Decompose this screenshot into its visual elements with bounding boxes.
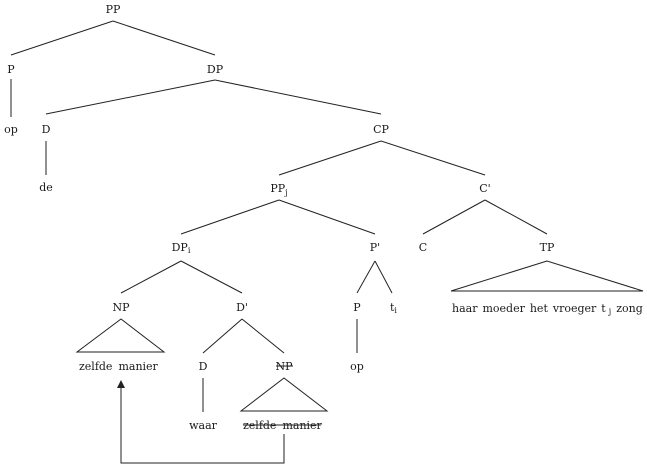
- node-dp-i-base: DP: [172, 241, 189, 254]
- node-d-top: D: [42, 123, 51, 136]
- edge-dbar-d: [202, 318, 243, 354]
- node-p-bar: P': [370, 241, 380, 254]
- edge-pp-p: [10, 20, 114, 56]
- edge-dp-d: [45, 79, 216, 115]
- tp-trace-t: t: [601, 302, 606, 315]
- np-left-triangle: [75, 318, 166, 353]
- node-d-low: D: [199, 360, 208, 373]
- edge-cbar-tp: [484, 199, 548, 235]
- edge-pbar-ti: [374, 260, 393, 294]
- node-pp-j-subscript: j: [284, 188, 287, 197]
- node-p-top: P: [7, 63, 15, 76]
- node-cp: CP: [373, 123, 389, 136]
- node-np-left: NP: [112, 301, 130, 314]
- leaf-de: de: [39, 181, 53, 194]
- np-left-word-manier: manier: [118, 360, 158, 373]
- node-d-bar: D': [236, 301, 248, 314]
- edge-dp-cp: [214, 79, 382, 115]
- trace-i-base: t: [390, 301, 395, 314]
- node-dp-i: DPi: [172, 241, 191, 255]
- tp-word-zong: zong: [616, 302, 643, 315]
- np-deleted-triangle: [239, 377, 329, 412]
- node-dp-i-subscript: i: [188, 246, 191, 255]
- np-left-word-zelfde: zelfde: [79, 360, 112, 373]
- edge-dbar-np: [241, 318, 285, 354]
- tp-word-vroeger: vroeger: [552, 302, 597, 315]
- tp-word-moeder: moeder: [482, 302, 525, 315]
- tp-trace-subscript: j: [608, 307, 611, 316]
- tp-word-het: het: [530, 302, 549, 315]
- leaf-waar: waar: [189, 419, 218, 432]
- edge-dpi-np: [120, 260, 182, 294]
- np-left-yield: zelfde manier: [79, 360, 159, 373]
- edge-cp-ppj: [278, 140, 382, 176]
- node-pp-j: PPj: [270, 182, 287, 197]
- node-pp-root: PP: [106, 3, 121, 16]
- tp-word-haar: haar: [452, 302, 478, 315]
- tp-triangle: [450, 260, 644, 292]
- node-c: C: [419, 241, 427, 254]
- node-c-bar: C': [479, 182, 490, 195]
- movement-arrow: [117, 380, 285, 464]
- trace-i: ti: [390, 301, 397, 315]
- edge-ppj-pbar: [278, 199, 376, 235]
- edge-cbar-c: [422, 199, 486, 235]
- edge-cp-cbar: [380, 140, 486, 176]
- node-tp: TP: [540, 241, 555, 254]
- edge-pp-dp: [112, 20, 216, 56]
- tree-edges: [10, 20, 548, 412]
- node-pp-j-base: PP: [270, 182, 285, 195]
- trace-i-subscript: i: [394, 306, 397, 315]
- node-p-low: P: [353, 301, 361, 314]
- edge-ppj-dpi: [180, 199, 280, 235]
- leaf-op-low: op: [350, 360, 364, 373]
- edge-pbar-p: [356, 260, 376, 294]
- edge-dpi-dbar: [180, 260, 243, 294]
- node-dp-top: DP: [207, 63, 224, 76]
- leaf-op-top: op: [4, 123, 18, 136]
